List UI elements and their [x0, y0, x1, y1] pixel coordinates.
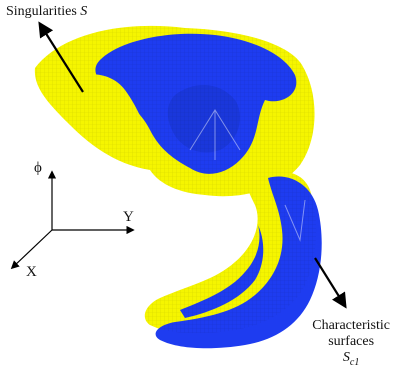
- x-axis: [12, 230, 52, 268]
- characteristic-line1: Characteristic: [312, 318, 390, 334]
- phi-axis-label: ϕ: [34, 160, 42, 176]
- characteristic-symbol: S: [343, 350, 350, 365]
- singularities-label: Singularities S: [6, 4, 87, 20]
- singularities-text: Singularities: [6, 4, 77, 19]
- tail-surface: [145, 172, 322, 348]
- characteristic-arrow: [315, 258, 345, 306]
- characteristic-surfaces-label: Characteristic surfaces Sc1: [312, 318, 390, 371]
- coordinate-axes: [12, 172, 133, 268]
- characteristic-line2: surfaces: [312, 334, 390, 350]
- x-axis-label: X: [26, 264, 37, 280]
- singularities-symbol: S: [80, 4, 87, 19]
- y-axis-label: Y: [123, 209, 134, 225]
- characteristic-subscript: c1: [350, 357, 359, 368]
- upper-loop-surface: [35, 26, 315, 196]
- characteristic-symbol-wrap: Sc1: [312, 350, 390, 371]
